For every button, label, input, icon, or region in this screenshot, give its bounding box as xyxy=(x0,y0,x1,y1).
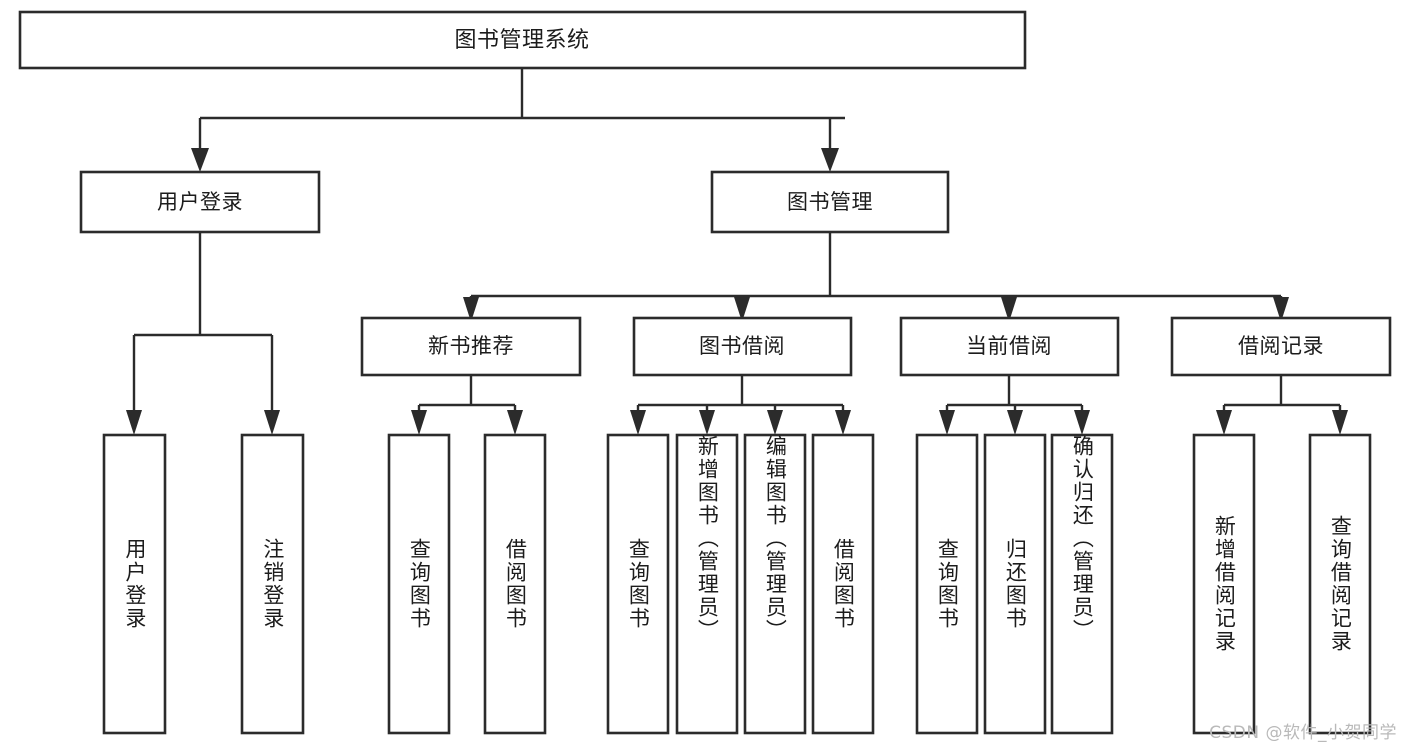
node-leaf-user-logout-box[interactable] xyxy=(240,433,305,735)
leaf-boxes xyxy=(102,433,1372,735)
node-new-book-recommend-label: 新书推荐 xyxy=(428,334,514,358)
arrow-head-leaf-user-login xyxy=(126,410,142,435)
arrow-head-leaf-query-book-3 xyxy=(939,410,955,435)
node-borrow-record-box[interactable] xyxy=(1170,316,1392,377)
connector-group-current-borrow-to-leaves xyxy=(939,375,1090,435)
node-book-borrow-box[interactable] xyxy=(632,316,853,377)
watermark-text: CSDN @软件_小贺同学 xyxy=(1209,723,1397,743)
node-leaf-query-book-3-box[interactable] xyxy=(915,433,979,735)
node-leaf-confirm-return-box[interactable] xyxy=(1050,433,1114,735)
node-new-book-recommend-box[interactable] xyxy=(360,316,582,377)
arrow-head-leaf-query-record xyxy=(1332,410,1348,435)
node-book-borrow[interactable]: 图书借阅 xyxy=(632,316,853,377)
node-leaf-return-book-box[interactable] xyxy=(983,433,1047,735)
node-current-borrow-label: 当前借阅 xyxy=(966,334,1052,358)
arrow-head-leaf-query-book-2 xyxy=(630,410,646,435)
node-leaf-add-record-box[interactable] xyxy=(1192,433,1256,735)
arrow-head-book-borrow xyxy=(734,297,750,322)
node-leaf-edit-book-box[interactable] xyxy=(743,433,807,735)
arrow-head-book-manage xyxy=(821,148,839,172)
node-user-login-label: 用户登录 xyxy=(157,190,243,214)
node-book-manage-box[interactable] xyxy=(710,170,950,234)
node-new-book-recommend[interactable]: 新书推荐 xyxy=(360,316,582,377)
node-root-box[interactable] xyxy=(18,10,1027,70)
node-root[interactable]: 图书管理系统 xyxy=(18,10,1027,70)
node-user-login-box[interactable] xyxy=(79,170,321,234)
node-current-borrow[interactable]: 当前借阅 xyxy=(899,316,1120,377)
node-leaf-query-record-box[interactable] xyxy=(1308,433,1372,735)
arrow-head-leaf-query-book-1 xyxy=(411,410,427,435)
arrow-head-leaf-user-logout xyxy=(264,410,280,435)
arrow-head-borrow-record xyxy=(1273,297,1289,322)
node-user-login[interactable]: 用户登录 xyxy=(79,170,321,234)
node-leaf-borrow-book-2-box[interactable] xyxy=(811,433,875,735)
arrow-head-leaf-borrow-book-2 xyxy=(835,410,851,435)
arrow-head-leaf-add-book xyxy=(699,410,715,435)
node-leaf-query-book-1-box[interactable] xyxy=(387,433,451,735)
arrow-head-leaf-add-record xyxy=(1216,410,1232,435)
node-leaf-user-login-box[interactable] xyxy=(102,433,167,735)
node-leaf-borrow-book-1-box[interactable] xyxy=(483,433,547,735)
node-book-manage[interactable]: 图书管理 xyxy=(710,170,950,234)
node-leaf-query-book-2-box[interactable] xyxy=(606,433,670,735)
node-root-label: 图书管理系统 xyxy=(454,28,589,53)
arrow-head-leaf-borrow-book-1 xyxy=(507,410,523,435)
connector-group-book-borrow-to-leaves xyxy=(630,375,851,435)
node-current-borrow-box[interactable] xyxy=(899,316,1120,377)
connector-group-book-manage-to-level3 xyxy=(463,232,1289,322)
node-book-manage-label: 图书管理 xyxy=(787,190,873,214)
connector-group-root-to-level2 xyxy=(191,68,845,172)
node-leaf-add-book-box[interactable] xyxy=(675,433,739,735)
arrow-head-new-book-recommend xyxy=(463,297,479,322)
arrow-head-user-login xyxy=(191,148,209,172)
arrow-head-leaf-return-book xyxy=(1007,410,1023,435)
connector-group-new-book-recommend-to-leaves xyxy=(411,375,523,435)
node-borrow-record[interactable]: 借阅记录 xyxy=(1170,316,1392,377)
arrow-head-leaf-confirm-return xyxy=(1074,410,1090,435)
connector-group-user-login-to-leaves xyxy=(126,232,280,435)
connector-group-borrow-record-to-leaves xyxy=(1216,375,1348,435)
arrow-head-current-borrow xyxy=(1001,297,1017,322)
node-book-borrow-label: 图书借阅 xyxy=(699,334,785,358)
arrow-head-leaf-edit-book xyxy=(767,410,783,435)
node-borrow-record-label: 借阅记录 xyxy=(1238,334,1324,358)
